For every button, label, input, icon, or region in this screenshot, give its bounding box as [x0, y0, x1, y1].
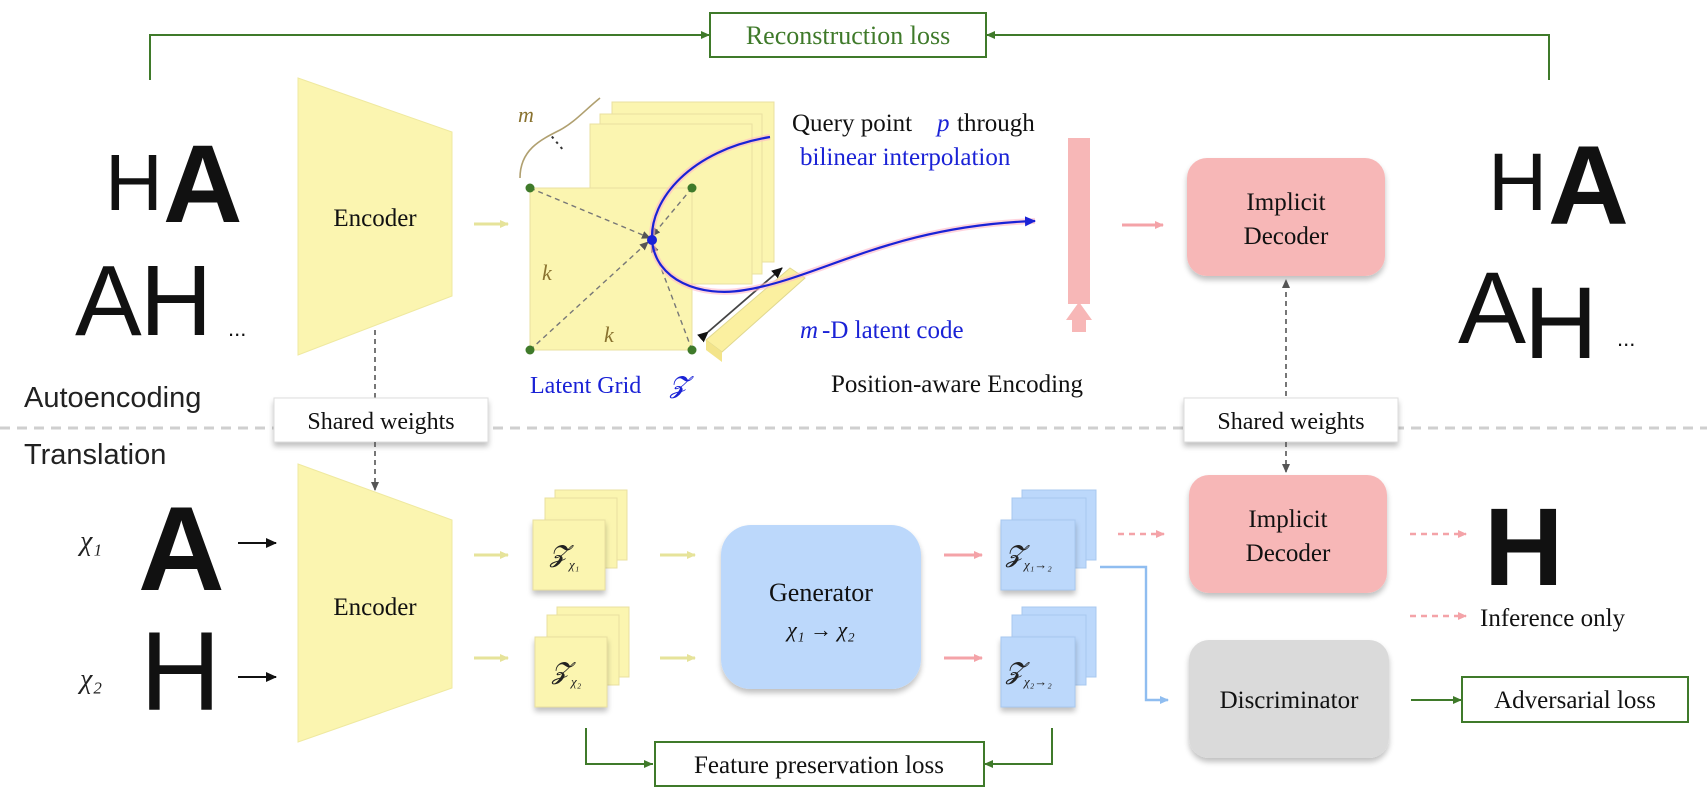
- m-d-double-arrow: [697, 267, 783, 343]
- svg-text:p: p: [935, 110, 950, 137]
- domain-x2-label: χ₂: [77, 664, 102, 695]
- svg-text:A: A: [163, 123, 242, 246]
- svg-text:Generator: Generator: [769, 578, 873, 607]
- reconstruction-loss: Reconstruction loss: [149, 12, 1550, 80]
- svg-text:m: m: [518, 102, 534, 127]
- x2-glyph: H: [140, 609, 221, 734]
- svg-text:m: m: [800, 317, 818, 344]
- latent-grid-symbol: 𝓩: [669, 373, 694, 399]
- x1-glyph: A: [138, 482, 225, 616]
- svg-text:...: ...: [228, 316, 246, 341]
- svg-text:H: H: [1488, 137, 1547, 228]
- latent-stack-zx1: 𝓩 χ₁: [532, 489, 628, 591]
- svg-text:Encoder: Encoder: [333, 205, 417, 232]
- feature-preservation-loss: Feature preservation loss: [585, 728, 1053, 787]
- reconstruction-loss-label: Reconstruction loss: [746, 21, 950, 50]
- svg-text:Adversarial loss: Adversarial loss: [1494, 687, 1656, 714]
- svg-text:k: k: [542, 260, 553, 285]
- svg-text:through: through: [957, 110, 1035, 137]
- svg-text:A: A: [75, 245, 142, 357]
- autoencoding-label: Autoencoding: [24, 382, 201, 414]
- latent-code-label: m -D latent code: [800, 317, 964, 344]
- latent-stack-zx22: 𝓩 χ₂→₂: [1000, 606, 1097, 708]
- svg-text:Shared weights: Shared weights: [1217, 409, 1364, 435]
- latent-stack-zx12: 𝓩 χ₁→₂: [1000, 489, 1097, 591]
- svg-text:-D latent code: -D latent code: [822, 317, 964, 344]
- svg-text:A: A: [1548, 123, 1629, 248]
- svg-text:χ₁→₂: χ₁→₂: [1022, 557, 1052, 572]
- svg-text:χ₂→₂: χ₂→₂: [1022, 674, 1052, 689]
- translation-label: Translation: [24, 439, 166, 471]
- svg-text:...: ...: [1617, 326, 1635, 351]
- svg-text:Implicit: Implicit: [1248, 506, 1327, 533]
- shared-weights-left: Shared weights: [273, 397, 489, 443]
- svg-text:χ₂: χ₂: [569, 674, 582, 689]
- svg-text:H: H: [105, 138, 163, 227]
- svg-text:⋮: ⋮: [542, 128, 571, 158]
- svg-text:χ₁: χ₁: [567, 557, 579, 572]
- implicit-decoder-bottom: Implicit Decoder: [1189, 475, 1387, 593]
- svg-text:bilinear interpolation: bilinear interpolation: [800, 144, 1011, 171]
- domain-x1-label: χ₁: [77, 526, 102, 557]
- inference-only-label: Inference only: [1480, 605, 1626, 632]
- shared-weights-right: Shared weights: [1183, 397, 1399, 443]
- encoder-top: Encoder: [297, 77, 453, 356]
- svg-text:k: k: [604, 322, 615, 347]
- result-glyph: H: [1484, 486, 1563, 609]
- query-curve: [647, 134, 1036, 295]
- svg-text:Decoder: Decoder: [1244, 223, 1329, 250]
- svg-text:Position-aware Encoding: Position-aware Encoding: [831, 371, 1084, 398]
- svg-text:Discriminator: Discriminator: [1220, 687, 1360, 714]
- svg-text:Query point: Query point: [792, 110, 912, 137]
- encoder-bottom: Encoder: [297, 463, 453, 743]
- input-glyphs: H A A H ...: [75, 123, 246, 357]
- position-aware-encoding: Position-aware Encoding: [831, 138, 1092, 398]
- svg-text:Implicit: Implicit: [1246, 189, 1325, 216]
- discriminator: Discriminator: [1189, 640, 1389, 758]
- latent-grid-label: Latent Grid: [530, 373, 641, 399]
- latent-grid: k k m ⋮ Latent Grid 𝓩: [518, 97, 806, 399]
- svg-text:H: H: [140, 245, 212, 357]
- generator: Generator χ₁ → χ₂: [721, 525, 921, 689]
- query-point-text: Query point p through bilinear interpola…: [792, 110, 1035, 171]
- adversarial-loss: Adversarial loss: [1461, 676, 1689, 723]
- arrow-zx12-to-discriminator: [1100, 565, 1169, 704]
- implicit-decoder-top: Implicit Decoder: [1187, 158, 1385, 276]
- output-glyphs: H A A H ...: [1458, 123, 1635, 380]
- svg-text:χ₁ → χ₂: χ₁ → χ₂: [785, 617, 855, 642]
- svg-text:Decoder: Decoder: [1246, 540, 1331, 567]
- svg-text:Shared weights: Shared weights: [307, 409, 454, 435]
- svg-text:Feature preservation loss: Feature preservation loss: [694, 752, 944, 779]
- latent-stack-zx2: 𝓩 χ₂: [534, 606, 630, 708]
- svg-text:H: H: [1524, 266, 1598, 380]
- svg-text:A: A: [1458, 251, 1526, 365]
- svg-text:Encoder: Encoder: [333, 594, 417, 621]
